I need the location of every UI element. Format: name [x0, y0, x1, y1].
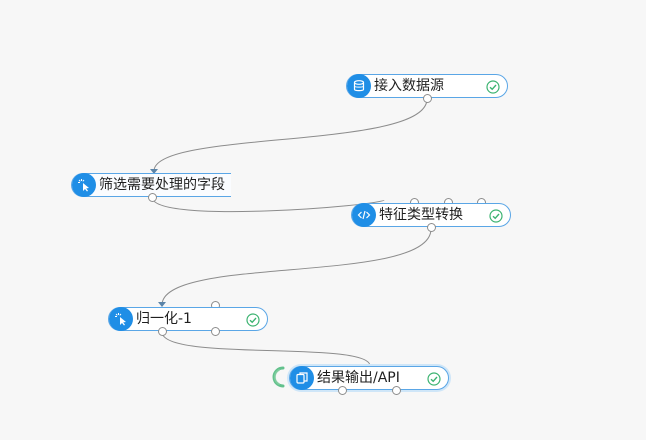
output-port[interactable]	[338, 386, 347, 395]
node-label: 接入数据源	[374, 78, 444, 94]
loading-spinner-icon	[272, 366, 285, 388]
input-arrow	[150, 169, 158, 174]
database-icon	[347, 74, 371, 98]
copy-export-icon	[290, 366, 314, 390]
edge-source-to-filter[interactable]	[153, 98, 428, 172]
node-label: 结果输出/API	[317, 370, 400, 386]
node-filter-fields[interactable]: 筛选需要处理的字段	[71, 173, 231, 197]
node-data-source[interactable]: 接入数据源	[346, 74, 508, 98]
edge-normalize-to-output[interactable]	[161, 331, 371, 367]
input-arrow	[158, 302, 166, 307]
output-port[interactable]	[211, 327, 220, 336]
success-check-icon	[486, 79, 500, 94]
node-label: 筛选需要处理的字段	[99, 177, 225, 193]
pointer-click-icon	[72, 173, 96, 197]
output-port[interactable]	[392, 386, 401, 395]
node-result-output-api[interactable]: 结果输出/API	[289, 366, 449, 390]
node-label: 特征类型转换	[379, 207, 463, 223]
success-check-icon	[427, 371, 441, 386]
pointer-click-icon	[109, 307, 133, 331]
success-check-icon	[246, 312, 260, 327]
output-port[interactable]	[158, 327, 167, 336]
success-check-icon	[489, 208, 503, 223]
output-port[interactable]	[423, 94, 432, 103]
node-normalize[interactable]: 归一化-1	[108, 307, 268, 331]
code-icon	[352, 203, 376, 227]
output-port[interactable]	[148, 193, 157, 202]
node-label: 归一化-1	[136, 311, 192, 327]
output-port[interactable]	[427, 223, 436, 232]
edge-feature-to-normalize[interactable]	[161, 228, 432, 306]
edge-filter-to-feature[interactable]	[151, 196, 385, 213]
